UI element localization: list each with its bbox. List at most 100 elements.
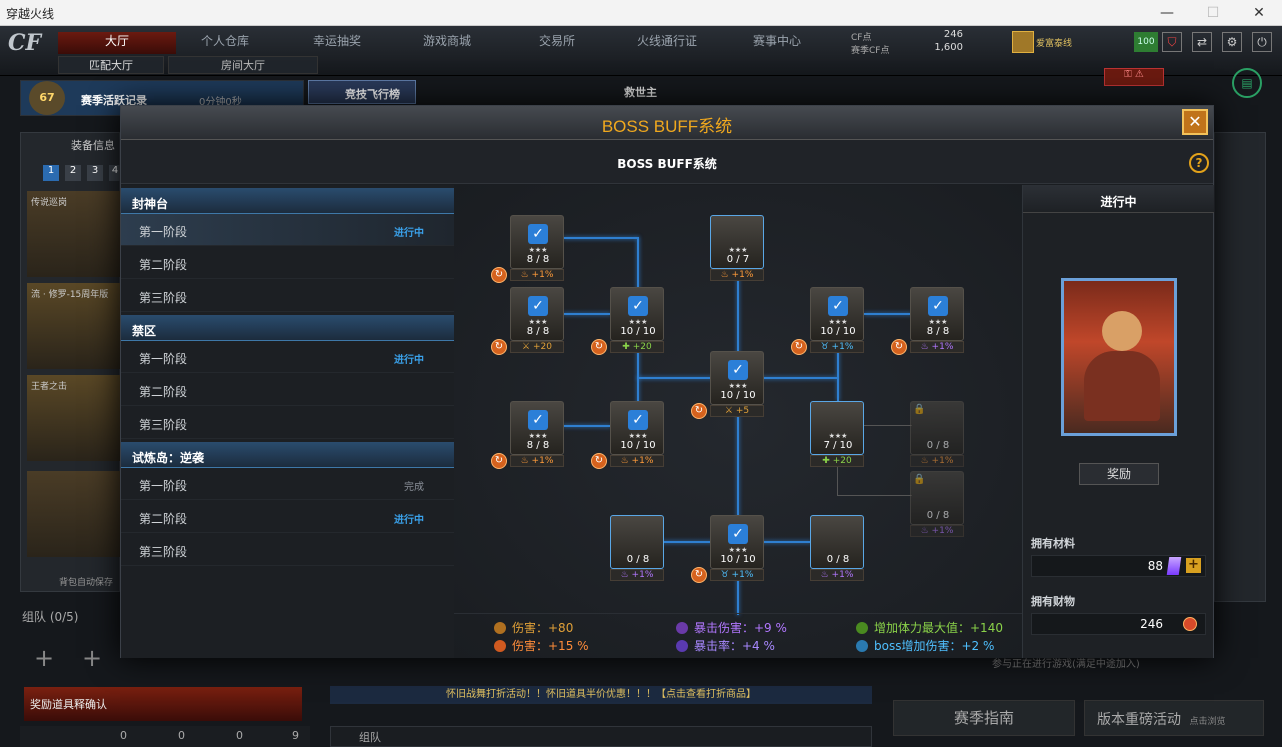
- stage-item[interactable]: 第一阶段进行中: [121, 214, 454, 246]
- marquee-notice[interactable]: 怀旧战舞打折活动！！怀旧道具半价优惠！！！【点击查看打折商品】: [330, 686, 872, 704]
- boss-body: [1084, 351, 1160, 421]
- nav-shop[interactable]: 游戏商城: [422, 34, 471, 48]
- chat-bar[interactable]: 组队: [330, 726, 872, 747]
- close-button[interactable]: ✕: [1182, 109, 1208, 135]
- nav-exchange[interactable]: 交易所: [538, 34, 575, 48]
- reset-icon[interactable]: ↻: [491, 339, 507, 355]
- power-icon[interactable]: ⏻: [1252, 32, 1272, 52]
- buff-node-11[interactable]: 🔒0 / 8: [910, 401, 964, 455]
- weapon-name-1: 传说巡岗: [31, 198, 68, 208]
- buff-node-10[interactable]: ★★★7 / 10: [810, 401, 864, 455]
- add-player-icon[interactable]: +: [34, 644, 55, 672]
- reset-icon[interactable]: ↻: [691, 403, 707, 419]
- buff-node-14[interactable]: ✓★★★10 / 10: [710, 515, 764, 569]
- stat-crit-dmg-text: 暴击伤害：+9 %: [694, 621, 787, 635]
- subnav-match[interactable]: 匹配大厅: [58, 56, 164, 74]
- reset-icon[interactable]: ↻: [691, 567, 707, 583]
- add-material-button[interactable]: +: [1186, 558, 1201, 573]
- nav-lobby[interactable]: 大厅: [58, 32, 176, 54]
- stage-item[interactable]: 第二阶段: [121, 374, 454, 406]
- node-count: 0 / 8: [926, 510, 950, 521]
- version-event-button[interactable]: 版本重磅活动 点击浏览: [1084, 700, 1264, 736]
- node-count: 0 / 7: [726, 254, 750, 265]
- reward-button[interactable]: 奖励: [1079, 463, 1159, 485]
- nav-lottery[interactable]: 幸运抽奖: [312, 34, 361, 48]
- reset-icon[interactable]: ↻: [791, 339, 807, 355]
- stage-item[interactable]: 第一阶段进行中: [121, 341, 454, 373]
- reset-icon[interactable]: ↻: [891, 339, 907, 355]
- equip-tab[interactable]: 装备信息: [71, 139, 115, 152]
- reset-icon[interactable]: ↻: [491, 453, 507, 469]
- avatar[interactable]: [1012, 31, 1034, 53]
- weapon-card-1[interactable]: 传说巡岗: [27, 191, 121, 277]
- weapon-card-2[interactable]: 流 · 修罗-15周年版: [27, 283, 121, 369]
- nav-events[interactable]: 赛事中心: [752, 34, 801, 48]
- buff-node-5[interactable]: ✓★★★10 / 10: [810, 287, 864, 341]
- tree-line-locked: [837, 495, 912, 496]
- gear-icon[interactable]: ⚙: [1222, 32, 1242, 52]
- subnav-room[interactable]: 房间大厅: [168, 56, 318, 74]
- stage-item[interactable]: 第二阶段: [121, 247, 454, 279]
- buff-node-7[interactable]: ✓★★★10 / 10: [710, 351, 764, 405]
- node-tag: ♨ +1%: [910, 525, 964, 537]
- add-player-icon[interactable]: +: [82, 644, 103, 672]
- weapon-name-3: 王者之击: [31, 382, 68, 392]
- buff-node-1[interactable]: ✓★★★8 / 8: [510, 215, 564, 269]
- equipment-panel: 装备信息 1 2 3 4 传说巡岗 流 · 修罗-15周年版 王者之击 背包自动…: [20, 132, 121, 592]
- swap-icon[interactable]: ⇄: [1192, 32, 1212, 52]
- buff-node-13[interactable]: 0 / 8: [610, 515, 664, 569]
- weapon-card-3[interactable]: 王者之击: [27, 375, 121, 461]
- buff-node-15[interactable]: 0 / 8: [810, 515, 864, 569]
- stats-icon[interactable]: ▤: [1232, 68, 1262, 98]
- stage-item[interactable]: 第三阶段: [121, 280, 454, 312]
- stars-icon: ★★★: [528, 432, 548, 440]
- weapon-card-4[interactable]: [27, 471, 121, 557]
- nav-warehouse[interactable]: 个人仓库: [200, 34, 249, 48]
- key-icon[interactable]: ⚿ ⚠: [1104, 68, 1164, 86]
- buff-node-8[interactable]: ✓★★★8 / 8: [510, 401, 564, 455]
- tree-line: [563, 313, 611, 315]
- auto-save-label[interactable]: 背包自动保存: [59, 578, 114, 588]
- cf-value: 246: [943, 29, 963, 40]
- minimize-icon[interactable]: —: [1160, 5, 1174, 21]
- node-tag: ♉ +1%: [710, 569, 764, 581]
- node-tag: ♨ +1%: [610, 455, 664, 467]
- shield-icon[interactable]: ⛉: [1162, 32, 1182, 52]
- reset-icon[interactable]: ↻: [591, 339, 607, 355]
- slot-1[interactable]: 1: [43, 165, 59, 181]
- close-window-icon[interactable]: ✕: [1253, 5, 1265, 21]
- node-count: 0 / 8: [826, 554, 850, 565]
- stage-item[interactable]: 第二阶段进行中: [121, 501, 454, 533]
- buff-node-6[interactable]: ✓★★★8 / 8: [910, 287, 964, 341]
- season-cf-label: 赛季CF点: [851, 46, 890, 56]
- stat-hp-text: 增加体力最大值：+140: [874, 621, 1003, 635]
- season-guide-button[interactable]: 赛季指南: [893, 700, 1075, 736]
- stars-icon: ★★★: [528, 246, 548, 254]
- reset-icon[interactable]: ↻: [591, 453, 607, 469]
- slot-4[interactable]: 4: [109, 165, 121, 181]
- stat-crit-dmg: 暴击伤害：+9 %: [676, 619, 787, 635]
- node-count: 8 / 8: [926, 326, 950, 337]
- help-icon[interactable]: ?: [1189, 153, 1209, 173]
- check-icon: ✓: [628, 296, 648, 316]
- maximize-icon[interactable]: ☐: [1206, 5, 1220, 21]
- stage-item[interactable]: 第三阶段: [121, 407, 454, 439]
- stage-status: 进行中: [394, 228, 424, 239]
- rank-button[interactable]: 竞技飞行榜: [308, 80, 416, 104]
- buff-node-2[interactable]: ★★★0 / 7: [710, 215, 764, 269]
- stage-item[interactable]: 第三阶段: [121, 534, 454, 566]
- buff-node-9[interactable]: ✓★★★10 / 10: [610, 401, 664, 455]
- buff-node-3[interactable]: ✓★★★8 / 8: [510, 287, 564, 341]
- node-tag-value: +1%: [831, 342, 854, 352]
- stars-icon: ★★★: [928, 318, 948, 326]
- plus-icon: [856, 622, 868, 634]
- reset-icon[interactable]: ↻: [491, 267, 507, 283]
- buff-node-12[interactable]: 🔒0 / 8: [910, 471, 964, 525]
- stage-label: 第三阶段: [139, 291, 188, 305]
- nav-pass[interactable]: 火线通行证: [636, 34, 697, 48]
- slot-3[interactable]: 3: [87, 165, 103, 181]
- stage-item[interactable]: 第一阶段完成: [121, 468, 454, 500]
- buff-node-4[interactable]: ✓★★★10 / 10: [610, 287, 664, 341]
- reward-confirm-bar[interactable]: 奖励道具释确认: [24, 687, 302, 721]
- slot-2[interactable]: 2: [65, 165, 81, 181]
